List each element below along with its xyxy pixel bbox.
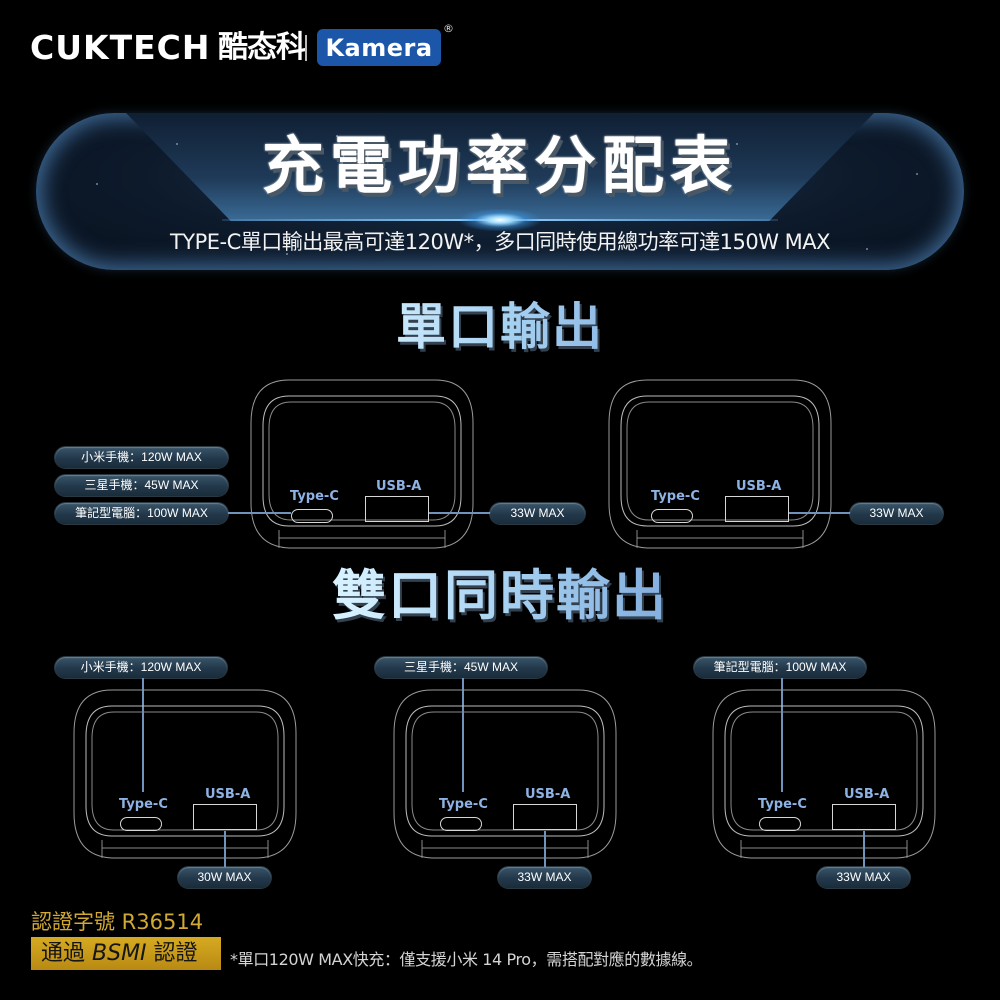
connector-line — [228, 512, 291, 514]
kamera-logo: Kamera — [317, 29, 441, 66]
star-decoration — [556, 241, 558, 243]
connector-line — [781, 678, 783, 792]
charger-diagram-usba: Type-C USB-A — [607, 378, 833, 550]
star-decoration — [96, 183, 98, 185]
cuktech-cn-logo: 酷态科 — [218, 30, 306, 65]
usba-output-pill: 33W MAX — [498, 867, 591, 888]
charger-diagram-dual-samsung: Type-C USB-A — [392, 688, 618, 860]
charger-outline-icon — [73, 689, 297, 859]
dual-output-heading: 雙口同時輸出 — [0, 566, 1000, 626]
usba-output-pill: 33W MAX — [817, 867, 910, 888]
usba-port-icon — [832, 804, 896, 830]
star-decoration — [176, 143, 178, 145]
page-subtitle: TYPE-C單口輸出最高可達120W*，多口同時使用總功率可達150W MAX — [169, 230, 831, 254]
registered-mark: ® — [443, 22, 454, 35]
logo-divider — [305, 35, 307, 61]
certification-number: 認證字號 R36514 — [31, 910, 204, 934]
typec-port-label: Type-C — [439, 797, 488, 812]
badge-bsmi: BSMI — [92, 941, 147, 966]
charger-outline-icon — [250, 379, 474, 549]
typec-port-icon — [440, 817, 482, 831]
usba-port-icon — [513, 804, 577, 830]
star-decoration — [866, 248, 868, 250]
page-title: 充電功率分配表 — [261, 129, 738, 202]
charger-outline-icon — [608, 379, 832, 549]
typec-option-samsung: 三星手機：45W MAX — [55, 475, 228, 496]
usba-port-label: USB-A — [525, 787, 571, 802]
typec-port-icon — [651, 509, 693, 523]
charger-outline-icon — [393, 689, 617, 859]
charger-diagram-typec: Type-C USB-A — [249, 378, 475, 550]
typec-port-icon — [759, 817, 801, 831]
usba-output-pill: 33W MAX — [850, 503, 943, 524]
typec-option-laptop: 筆記型電腦：100W MAX — [55, 503, 228, 524]
usba-port-label: USB-A — [205, 787, 251, 802]
kamera-logo-text: Kamera — [325, 33, 433, 62]
star-decoration — [336, 135, 338, 137]
title-banner: 充電功率分配表 TYPE-C單口輸出最高可達120W*，多口同時使用總功率可達1… — [36, 113, 964, 270]
charger-diagram-dual-laptop: Type-C USB-A — [711, 688, 937, 860]
footnote: *單口120W MAX快充：僅支援小米 14 Pro，需搭配對應的數據線。 — [230, 950, 703, 969]
connector-line — [429, 512, 491, 514]
banner-trapezoid — [126, 113, 874, 221]
star-decoration — [736, 143, 738, 145]
charger-diagram-dual-xiaomi: Type-C USB-A — [72, 688, 298, 860]
typec-port-icon — [291, 509, 333, 523]
connector-line — [544, 831, 546, 868]
single-output-heading: 單口輸出 — [0, 297, 1000, 357]
banner-light-flare — [460, 209, 540, 231]
star-decoration — [286, 253, 288, 255]
typec-port-label: Type-C — [651, 489, 700, 504]
usba-port-label: USB-A — [844, 787, 890, 802]
typec-port-label: Type-C — [119, 797, 168, 812]
typec-output-pill: 筆記型電腦：100W MAX — [694, 657, 866, 678]
badge-suffix: 認證 — [153, 941, 198, 966]
charger-outline-icon — [712, 689, 936, 859]
usba-port-icon — [193, 804, 257, 830]
typec-output-pill: 三星手機：45W MAX — [375, 657, 547, 678]
usba-output-pill: 33W MAX — [490, 503, 585, 524]
usba-port-icon — [365, 496, 429, 522]
bsmi-badge: 通過 BSMI 認證 — [31, 937, 221, 970]
star-decoration — [916, 173, 918, 175]
typec-port-label: Type-C — [290, 489, 339, 504]
connector-line — [142, 678, 144, 792]
typec-option-xiaomi: 小米手機：120W MAX — [55, 447, 228, 468]
usba-output-pill: 30W MAX — [178, 867, 271, 888]
connector-line — [789, 512, 851, 514]
connector-line — [462, 678, 464, 792]
typec-output-pill: 小米手機：120W MAX — [55, 657, 227, 678]
typec-port-label: Type-C — [758, 797, 807, 812]
usba-port-icon — [725, 496, 789, 522]
cuktech-logo: CUKTECH — [30, 28, 211, 67]
usba-port-label: USB-A — [736, 479, 782, 494]
connector-line — [863, 831, 865, 868]
usba-port-label: USB-A — [376, 479, 422, 494]
badge-prefix: 通過 — [41, 941, 86, 966]
connector-line — [224, 831, 226, 868]
typec-port-icon — [120, 817, 162, 831]
